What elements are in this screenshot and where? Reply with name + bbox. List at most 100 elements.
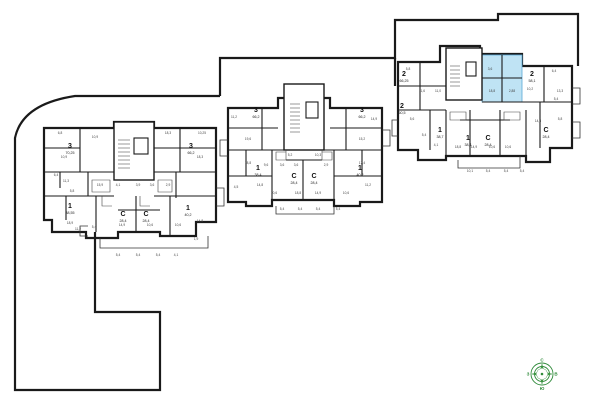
stair-core-middle (283, 83, 325, 151)
apartment-area-a14: 58,1 (529, 79, 536, 83)
apartment-area-a11: 28,4 (311, 181, 318, 185)
room-area-label: 2,9 (324, 163, 329, 167)
room-area-label: 14,9 (119, 223, 125, 227)
apartment-rooms-a2: 3 (189, 143, 193, 150)
room-area-label: 5,2 (288, 153, 293, 157)
apartment-rooms-a11: С (311, 173, 316, 180)
room-area-label: 10,6 (489, 145, 495, 149)
compass-south: Ю (540, 386, 545, 391)
room-area-label: 5,4 (554, 97, 559, 101)
room-area-label: 4,1 (174, 253, 179, 257)
compass-icon: С В Ю З (527, 358, 559, 392)
room-area-label: 19,6 (245, 137, 251, 141)
room-area-label: 3,9 (136, 183, 141, 187)
apartment-rooms-a13: 2 (402, 71, 406, 78)
apartment-area-a13: 66,25 (400, 79, 409, 83)
room-area-label: 10,1 (467, 169, 473, 173)
section-left (42, 120, 225, 249)
apartment-area-a6: 40,2 (185, 213, 192, 217)
apartment-rooms-a18: С (543, 127, 548, 134)
room-area-label: 18,9 (67, 221, 73, 225)
apartment-area-a3: 38,55 (66, 211, 75, 215)
room-area-label: 11,2 (231, 115, 237, 119)
room-area-label: 5,4 (156, 253, 161, 257)
room-area-label: 17,4 (359, 161, 365, 165)
apartment-area-a1: 70,25 (66, 151, 75, 155)
room-area-label: 14,9 (371, 117, 377, 121)
apartment-rooms-a3: 1 (68, 203, 72, 210)
apartment-area-a19: 60,5 (399, 111, 406, 115)
room-area-label: 18,8 (245, 161, 251, 165)
apartment-rooms-a9: 1 (256, 165, 260, 172)
room-area-label: 5,4 (116, 253, 121, 257)
room-area-label: 10,9 (61, 155, 67, 159)
compass-east: В (554, 372, 558, 377)
apartment-rooms-a5: С (143, 211, 148, 218)
room-area-label: 3,6 (488, 67, 493, 71)
room-area-label: 4,1 (116, 183, 121, 187)
room-area-label: 14,8 (197, 219, 203, 223)
apartment-rooms-a17: С (485, 135, 490, 142)
room-area-label: 6,4 (54, 173, 59, 177)
room-area-label: 4,5 (234, 185, 239, 189)
room-area-label: 10,6 (271, 191, 277, 195)
room-area-label: 5,4 (280, 207, 285, 211)
room-area-label: 5,4 (316, 207, 321, 211)
room-area-label: 11,2 (365, 183, 371, 187)
room-area-label: 18,3 (165, 131, 171, 135)
section-right (391, 44, 581, 169)
apartment-rooms-a8: 3 (360, 107, 364, 114)
apartment-area-a17: 28,4 (485, 143, 492, 147)
room-area-label: 6,4 (552, 69, 557, 73)
room-area-label: 10,6 (505, 145, 511, 149)
building-outline (13, 12, 580, 392)
room-area-label: 9,6 (264, 163, 269, 167)
room-area-label: 11,2 (75, 227, 81, 231)
room-area-label: 2,9 (166, 183, 171, 187)
room-area-label: 15,2 (359, 137, 365, 141)
compass-north: С (540, 358, 544, 363)
room-area-label: 6,8 (58, 131, 63, 135)
room-area-label: 10,2 (527, 87, 533, 91)
room-area-label: 5,6 (410, 117, 415, 121)
apartment-area-a2: 66,2 (188, 151, 195, 155)
apartment-rooms-a12: 1 (358, 165, 362, 172)
room-area-label: 14,8 (535, 119, 541, 123)
room-area-label: 5,4 (136, 253, 141, 257)
room-area-label: 11,6 (419, 89, 425, 93)
room-area-label: 10,6 (147, 223, 153, 227)
room-area-label: 13,3 (557, 89, 563, 93)
room-area-label: 14,8 (257, 183, 263, 187)
room-area-label: 5,4 (422, 133, 427, 137)
apartment-area-a16: 38,4 (465, 143, 472, 147)
room-area-label: 5,4 (336, 207, 341, 211)
room-area-label: 5,4 (298, 207, 303, 211)
apartment-rooms-a7: 3 (254, 107, 258, 114)
room-area-label: 18,8 (489, 89, 495, 93)
room-area-label: 18,8 (295, 191, 301, 195)
room-area-label: 14,9 (471, 145, 477, 149)
section-middle (219, 83, 391, 215)
room-area-label: 5,4 (520, 169, 525, 173)
apartment-rooms-a6: 1 (186, 205, 190, 212)
apartment-area-a15: 38,7 (437, 135, 444, 139)
room-area-label: 18,3 (197, 155, 203, 159)
room-area-label: 5,8 (558, 117, 563, 121)
room-area-label: 10,3 (315, 153, 321, 157)
room-area-label: 5,8 (70, 189, 75, 193)
room-area-label: 5,8 (406, 67, 411, 71)
apartment-area-a8: 66,2 (359, 115, 366, 119)
room-area-label: 5,4 (486, 169, 491, 173)
apartment-rooms-a1: 3 (68, 143, 72, 150)
room-area-label: 10,9 (92, 135, 98, 139)
room-area-label: 15,9 (97, 183, 103, 187)
apartment-rooms-a15: 1 (438, 127, 442, 134)
room-area-label: 14,9 (315, 191, 321, 195)
apartment-rooms-a10: С (291, 173, 296, 180)
apartment-area-a5: 28,4 (143, 219, 150, 223)
compass-west: З (527, 372, 530, 377)
apartment-rooms-a14: 2 (530, 71, 534, 78)
room-area-label: 2,88 (509, 89, 515, 93)
